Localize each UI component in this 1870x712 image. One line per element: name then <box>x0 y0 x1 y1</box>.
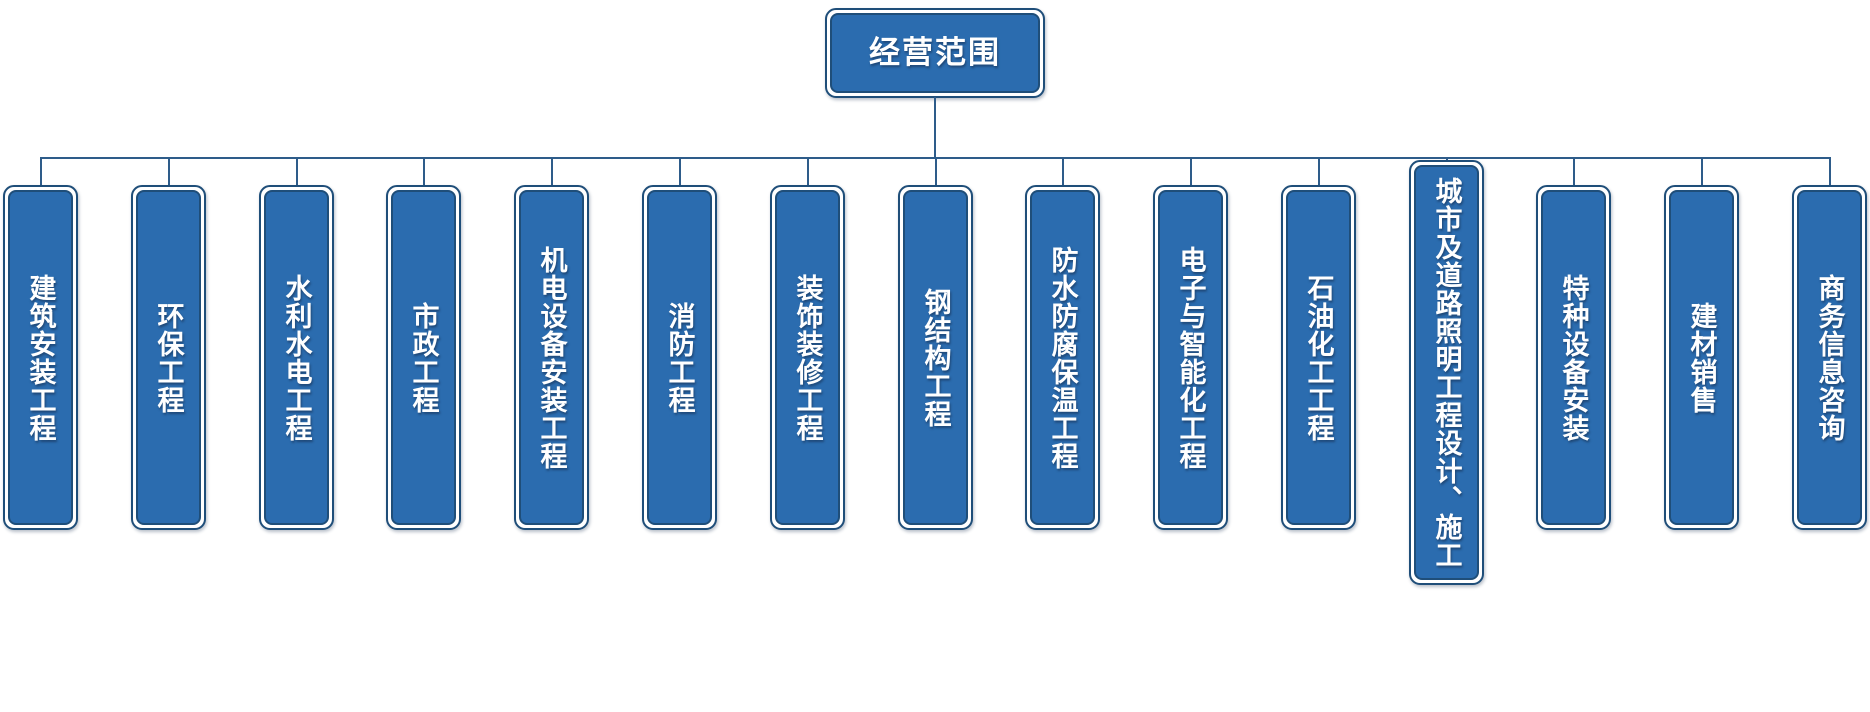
node-body: 石油化工工程 <box>1286 190 1351 525</box>
node-label: 机电设备安装工程 <box>536 245 567 470</box>
node-fire-protection[interactable]: 消防工程 <box>642 185 717 530</box>
node-label: 建材销售 <box>1686 301 1717 414</box>
node-construction-installation[interactable]: 建筑安装工程 <box>3 185 78 530</box>
node-label: 钢结构工程 <box>920 287 951 428</box>
node-label: 消防工程 <box>664 301 695 414</box>
root-node-label: 经营范围 <box>869 34 1001 70</box>
node-building-materials-sales[interactable]: 建材销售 <box>1664 185 1739 530</box>
node-body: 电子与智能化工程 <box>1158 190 1223 525</box>
node-label: 城市及道路照明工程设计、施工 <box>1431 176 1462 569</box>
connector-drop-14 <box>1701 157 1703 185</box>
node-electromechanical-equipment-installation[interactable]: 机电设备安装工程 <box>514 185 589 530</box>
node-label: 水利水电工程 <box>281 273 312 442</box>
node-municipal-engineering[interactable]: 市政工程 <box>386 185 461 530</box>
connector-drop-7 <box>807 157 809 185</box>
connector-drop-9 <box>1062 157 1064 185</box>
root-node-business-scope[interactable]: 经营范围 <box>825 8 1045 98</box>
root-node-body: 经营范围 <box>830 13 1040 93</box>
node-label: 电子与智能化工程 <box>1175 245 1206 470</box>
node-business-information-consulting[interactable]: 商务信息咨询 <box>1792 185 1867 530</box>
node-label: 石油化工工程 <box>1303 273 1334 442</box>
connector-drop-8 <box>935 157 937 185</box>
node-body: 装饰装修工程 <box>775 190 840 525</box>
node-petrochemical[interactable]: 石油化工工程 <box>1281 185 1356 530</box>
connector-drop-5 <box>551 157 553 185</box>
node-body: 城市及道路照明工程设计、施工 <box>1414 165 1479 580</box>
node-body: 机电设备安装工程 <box>519 190 584 525</box>
node-label: 装饰装修工程 <box>792 273 823 442</box>
node-body: 消防工程 <box>647 190 712 525</box>
node-label: 建筑安装工程 <box>25 273 56 442</box>
node-label: 特种设备安装 <box>1558 273 1589 442</box>
connector-drop-15 <box>1829 157 1831 185</box>
node-decoration-renovation[interactable]: 装饰装修工程 <box>770 185 845 530</box>
node-body: 建材销售 <box>1669 190 1734 525</box>
node-electronics-intelligent-systems[interactable]: 电子与智能化工程 <box>1153 185 1228 530</box>
node-label: 防水防腐保温工程 <box>1047 245 1078 470</box>
node-body: 钢结构工程 <box>903 190 968 525</box>
connector-drop-1 <box>40 157 42 185</box>
node-special-equipment-installation[interactable]: 特种设备安装 <box>1536 185 1611 530</box>
node-steel-structure[interactable]: 钢结构工程 <box>898 185 973 530</box>
connector-drop-6 <box>679 157 681 185</box>
node-urban-road-lighting-design-construction[interactable]: 城市及道路照明工程设计、施工 <box>1409 160 1484 585</box>
node-body: 环保工程 <box>136 190 201 525</box>
connector-drop-10 <box>1190 157 1192 185</box>
node-body: 建筑安装工程 <box>8 190 73 525</box>
node-label: 环保工程 <box>153 301 184 414</box>
connector-drop-13 <box>1573 157 1575 185</box>
node-body: 商务信息咨询 <box>1797 190 1862 525</box>
node-body: 特种设备安装 <box>1541 190 1606 525</box>
connector-drop-12 <box>1446 157 1448 160</box>
node-body: 水利水电工程 <box>264 190 329 525</box>
connector-drop-11 <box>1318 157 1320 185</box>
connector-drop-4 <box>423 157 425 185</box>
node-body: 防水防腐保温工程 <box>1030 190 1095 525</box>
connector-root-stem <box>934 97 936 158</box>
node-water-conservancy-hydropower[interactable]: 水利水电工程 <box>259 185 334 530</box>
node-label: 商务信息咨询 <box>1814 273 1845 442</box>
node-waterproof-anticorrosion-insulation[interactable]: 防水防腐保温工程 <box>1025 185 1100 530</box>
connector-drop-2 <box>168 157 170 185</box>
node-body: 市政工程 <box>391 190 456 525</box>
node-label: 市政工程 <box>408 301 439 414</box>
connector-drop-3 <box>296 157 298 185</box>
node-environmental-protection[interactable]: 环保工程 <box>131 185 206 530</box>
